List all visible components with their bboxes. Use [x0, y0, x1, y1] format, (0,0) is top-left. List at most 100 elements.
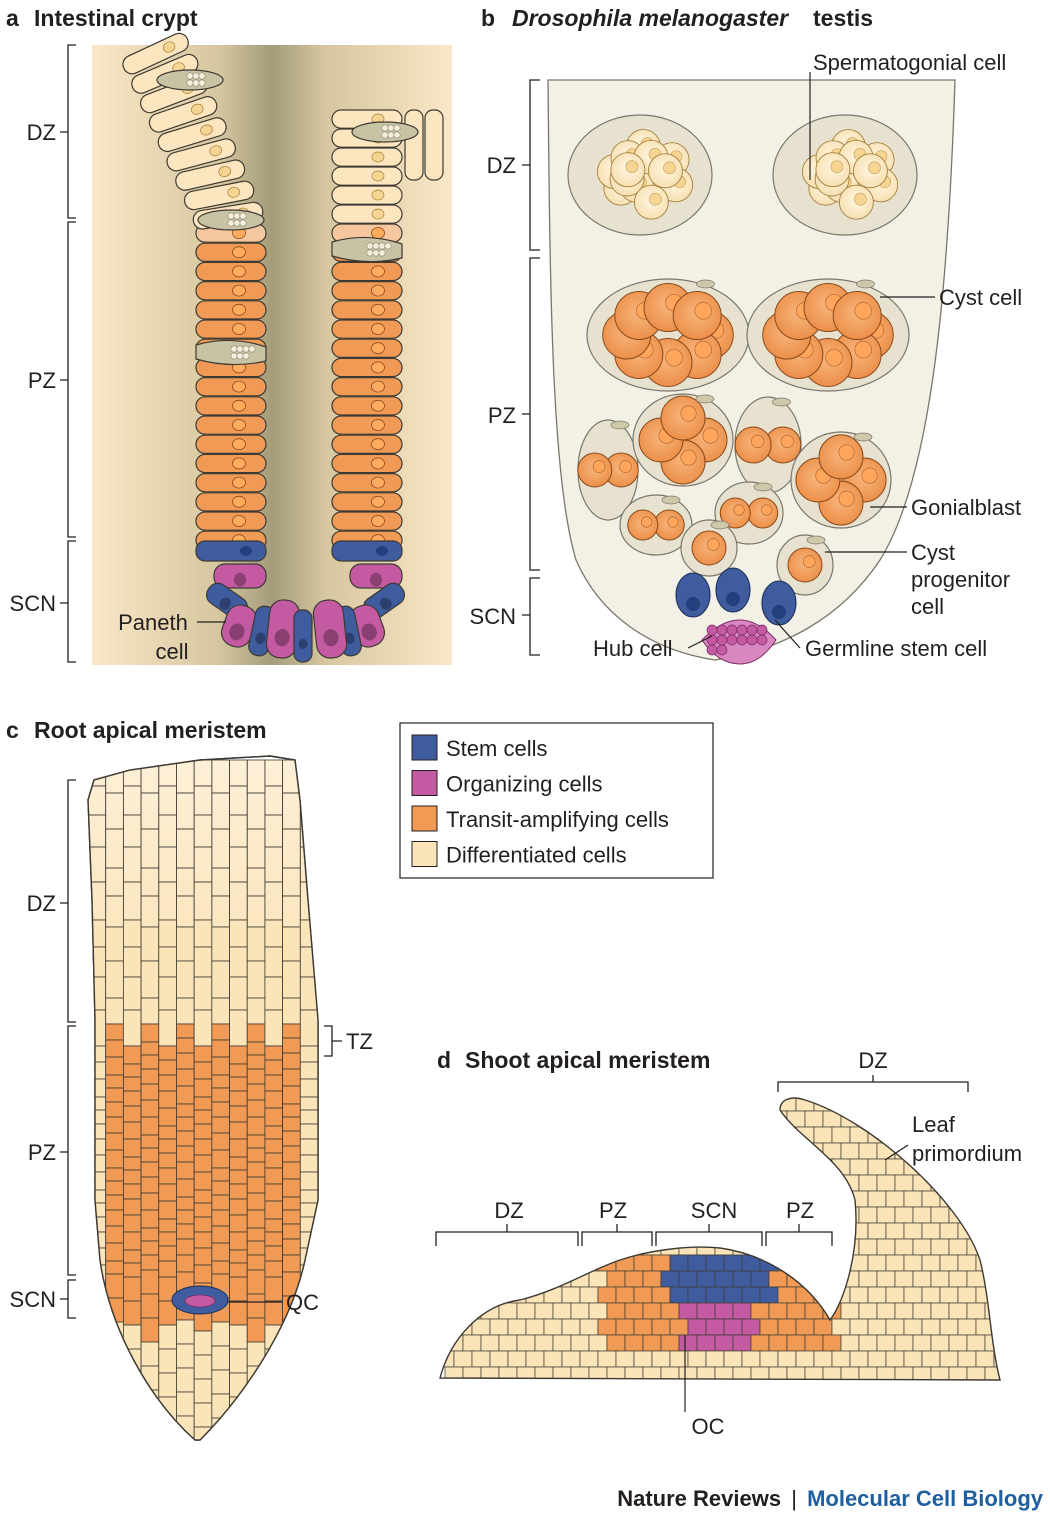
root-cell: [158, 1260, 177, 1278]
root-cell: [140, 1041, 160, 1056]
shoot-cell: [552, 1206, 572, 1224]
shoot-cell: [669, 1254, 689, 1272]
panel-b-pz-label: PZ: [488, 403, 516, 428]
shoot-cell: [579, 1190, 599, 1208]
goblet-granule: [384, 242, 392, 250]
shoot-cell: [786, 1302, 806, 1320]
goblet-granule: [248, 345, 256, 353]
shoot-cell: [804, 1334, 824, 1352]
shoot-cell: [570, 1366, 590, 1380]
shoot-cell: [966, 1174, 986, 1192]
shoot-cell: [822, 1174, 842, 1192]
shoot-cell: [777, 1318, 797, 1336]
shoot-cell: [561, 1254, 581, 1272]
root-cell: [193, 1402, 213, 1428]
root-cell: [211, 1101, 230, 1118]
root-cell: [282, 1367, 301, 1393]
panel-a-pz-bracket: [60, 221, 76, 538]
hub-cell: [756, 624, 768, 636]
shoot-cell: [921, 1222, 941, 1240]
crypt-cell-left: [195, 300, 267, 320]
crypt-nucleus: [218, 166, 232, 177]
shoot-cell: [696, 1142, 716, 1160]
shoot-cell: [948, 1174, 968, 1192]
shoot-cell: [489, 1254, 509, 1272]
crypt-dz-cell-right: [331, 166, 403, 186]
hub-cell-label: Hub cell: [593, 636, 672, 661]
shoot-cell: [660, 1206, 680, 1224]
shoot-cell: [616, 1383, 634, 1399]
shoot-cell: [436, 1383, 454, 1399]
crypt-cell-left: [195, 415, 267, 435]
crypt-cell-right: [331, 357, 403, 378]
leaf-label-line1: Leaf: [912, 1112, 956, 1137]
shoot-cell: [615, 1126, 635, 1144]
shoot-cell: [714, 1174, 734, 1192]
shoot-cell: [489, 1222, 509, 1240]
shoot-cell: [534, 1334, 554, 1352]
root-cell: [176, 1238, 195, 1256]
shoot-cell: [651, 1190, 671, 1208]
footer: Nature Reviews | Molecular Cell Biology: [617, 1486, 1044, 1511]
root-cell: [88, 1354, 107, 1380]
crypt-nucleus: [371, 515, 385, 527]
root-cell: [158, 846, 177, 883]
crypt-cell-right: [331, 473, 403, 493]
shoot-cell: [562, 1383, 580, 1399]
root-cell: [176, 1196, 195, 1211]
root-cell: [299, 1216, 318, 1233]
shoot-cell: [678, 1302, 698, 1320]
crypt-nucleus: [371, 189, 385, 201]
panel-a-scn-bracket: [60, 540, 76, 663]
root-cell: [282, 1439, 301, 1440]
shoot-cell: [489, 1318, 509, 1336]
root-cell: [158, 1152, 177, 1169]
root-cell: [229, 1105, 248, 1123]
shoot-cell: [471, 1286, 491, 1304]
crypt-nucleus: [232, 284, 246, 297]
root-cell: [158, 1167, 177, 1185]
root-cell: [264, 1396, 284, 1422]
testis-nucleus: [667, 516, 679, 528]
shoot-cell: [453, 1158, 473, 1176]
shoot-cell: [642, 1334, 662, 1352]
root-cell: [299, 1045, 318, 1063]
shoot-cell: [741, 1286, 761, 1304]
crypt-nucleus: [229, 623, 245, 641]
root-cell: [229, 1045, 248, 1065]
root-cell: [140, 1437, 160, 1440]
crypt-nucleus: [371, 419, 385, 431]
root-cell: [211, 1116, 230, 1134]
shoot-cell: [804, 1110, 824, 1128]
root-cell: [211, 1393, 230, 1419]
cyst-progenitor-line3: cell: [911, 594, 944, 619]
root-cell: [88, 1154, 107, 1173]
root-cell: [299, 1123, 318, 1140]
root-cell: [176, 1209, 195, 1225]
shoot-cell: [480, 1334, 500, 1352]
root-cell: [88, 759, 107, 787]
shoot-cell: [651, 1254, 671, 1272]
root-cell: [299, 1378, 318, 1404]
shoot-cell: [813, 1222, 833, 1240]
root-cell: [88, 1171, 107, 1191]
panel-d-dz-label: DZ: [494, 1198, 523, 1223]
root-cell: [193, 1378, 213, 1404]
legend-label: Organizing cells: [446, 772, 603, 797]
root-cell: [122, 1262, 142, 1278]
shoot-cell: [957, 1098, 977, 1112]
shoot-cell: [903, 1098, 923, 1112]
shoot-cell: [723, 1254, 743, 1272]
root-cell: [264, 1152, 284, 1169]
shoot-cell: [948, 1270, 968, 1288]
shoot-cell: [768, 1302, 788, 1320]
root-cell: [282, 1196, 301, 1211]
shoot-cell: [507, 1318, 527, 1336]
legend-swatch: [411, 734, 438, 761]
shoot-cell: [948, 1366, 968, 1380]
root-cell: [264, 919, 284, 948]
shoot-cell: [624, 1142, 644, 1160]
goblet-granule: [366, 242, 374, 250]
shoot-cell: [750, 1334, 770, 1352]
shoot-cell: [597, 1126, 617, 1144]
